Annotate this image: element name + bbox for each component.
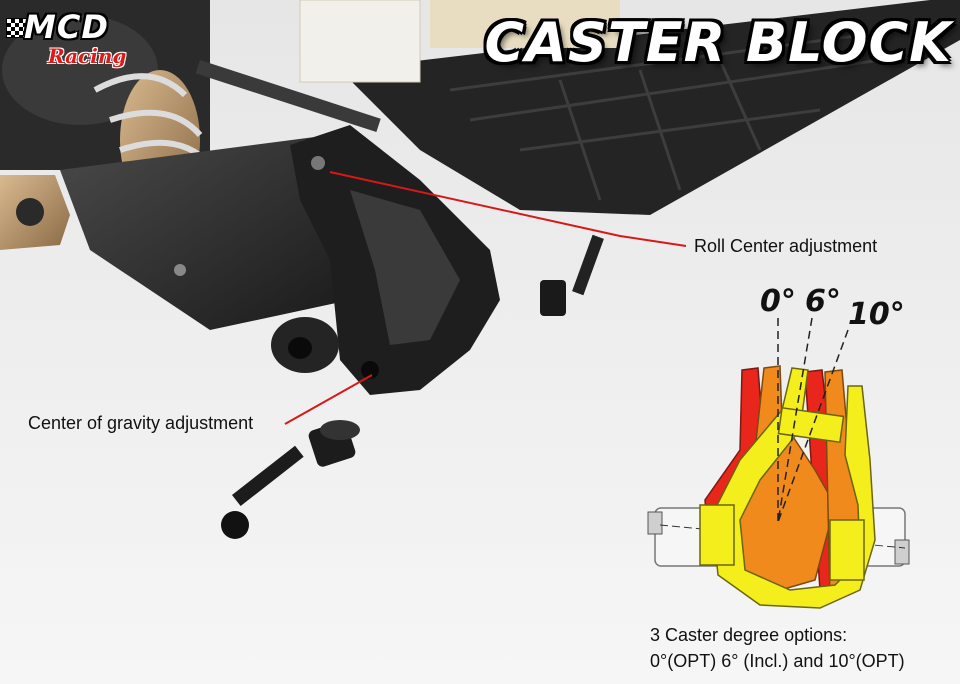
cg-screw (221, 445, 304, 539)
chassis-plate (340, 0, 960, 215)
degree-label-6: 6° (805, 284, 841, 319)
logo-sub-text: Racing (48, 44, 127, 68)
caster-diagram (647, 317, 910, 609)
degree-label-0: 0° (760, 284, 796, 319)
suspension-arm (60, 135, 350, 330)
roll-center-screw (540, 234, 604, 316)
caster-caption: 3 Caster degree options: 0°(OPT) 6° (Inc… (650, 622, 905, 674)
center-of-gravity-label: Center of gravity adjustment (28, 413, 254, 433)
checkered-flag-icon (6, 18, 30, 38)
roll-center-label: Roll Center adjustment (694, 236, 878, 256)
angle-lines (777, 317, 849, 523)
callout-lines (284, 171, 687, 425)
mcd-racing-logo: MCD Racing (6, 6, 182, 72)
cg-line (284, 374, 373, 425)
logo-main-text: MCD (24, 8, 109, 46)
caption-line-1: 3 Caster degree options: (650, 625, 848, 645)
caption-line-2: 0°(OPT) 6° (Incl.) and 10°(OPT) (650, 651, 905, 671)
page-title: CASTER BLOCK (484, 11, 952, 74)
caster-block-part (271, 125, 500, 395)
chassis-ribs (449, 28, 901, 201)
cg-bushing (308, 420, 360, 467)
roll-center-line (329, 171, 687, 247)
degree-label-10: 10° (848, 297, 905, 332)
battery-box (299, 0, 421, 83)
